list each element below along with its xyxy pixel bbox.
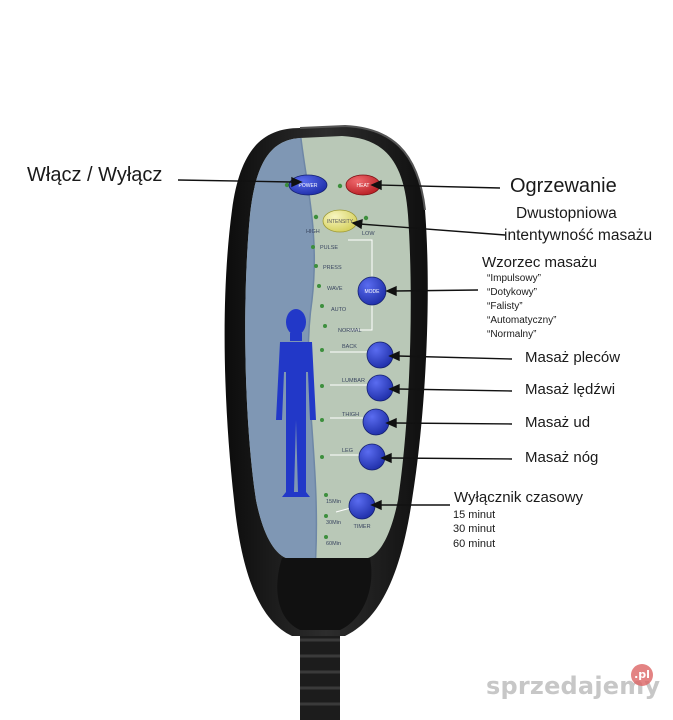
lumbar-button[interactable] [366, 374, 394, 402]
annotation-pattern-item: “Falisty” [487, 301, 523, 312]
annotation-thigh: Masaż ud [525, 414, 591, 431]
annotation-power: Włącz / Wyłącz [27, 164, 163, 186]
annotation-heat: Ogrzewanie [510, 175, 617, 197]
annotation-intensity-line2: intentywność masażu [504, 227, 653, 244]
annotation-intensity-line1: Dwustopniowa [516, 205, 617, 222]
annotation-pattern-item: “Impulsowy” [487, 273, 541, 284]
annotation-back: Masaż pleców [525, 349, 621, 366]
svg-text:HIGH: HIGH [306, 229, 320, 235]
svg-text:INTENSITY: INTENSITY [327, 219, 354, 225]
mode-button[interactable]: MODE [357, 276, 387, 306]
svg-text:WAVE: WAVE [327, 286, 343, 292]
power-button[interactable]: POWER [288, 174, 328, 196]
annotation-leg: Masaż nóg [525, 449, 599, 466]
annotation-pattern-item: “Dotykowy” [487, 287, 538, 298]
annotation-timer-item: 60 minut [453, 538, 496, 550]
body-silhouette-icon [276, 309, 316, 497]
svg-text:LEG: LEG [342, 448, 353, 454]
svg-text:PRESS: PRESS [323, 265, 342, 271]
svg-text:PULSE: PULSE [320, 245, 338, 251]
svg-text:TIMER: TIMER [353, 524, 370, 530]
svg-text:POWER: POWER [299, 183, 318, 189]
svg-text:MODE: MODE [365, 289, 381, 295]
svg-text:HEAT: HEAT [357, 183, 370, 189]
leg-button[interactable] [358, 443, 386, 471]
annotation-timer-item: 30 minut [453, 523, 496, 535]
panel-guides [330, 239, 373, 513]
svg-text:LUMBAR: LUMBAR [342, 378, 365, 384]
annotation-pointers [177, 176, 513, 511]
svg-text:NORMAL: NORMAL [338, 328, 362, 334]
intensity-button[interactable]: INTENSITY [322, 209, 358, 233]
back-button[interactable] [366, 341, 394, 369]
panel-labels: HIGH LOW PULSE PRESS WAVE AUTO NORMAL BA… [306, 229, 375, 547]
annotation-timer-item: 15 minut [453, 509, 496, 521]
svg-text:60Min: 60Min [326, 541, 341, 547]
svg-text:30Min: 30Min [326, 520, 341, 526]
annotation-lumbar: Masaż lędźwi [525, 381, 616, 398]
svg-text:AUTO: AUTO [331, 307, 347, 313]
watermark-badge: .pl [631, 664, 653, 686]
annotation-pattern-title: Wzorzec masażu [482, 254, 598, 271]
annotation-timer-title: Wyłącznik czasowy [454, 489, 584, 506]
annotation-pattern-item: “Automatyczny” [487, 315, 557, 326]
svg-text:LOW: LOW [362, 231, 375, 237]
remote-grip [277, 558, 372, 630]
indicator-leds [284, 182, 369, 539]
annotation-pattern-item: “Normalny” [487, 329, 537, 340]
svg-text:15Min: 15Min [326, 499, 341, 505]
svg-text:BACK: BACK [342, 344, 357, 350]
svg-text:THIGH: THIGH [342, 412, 359, 418]
thigh-button[interactable] [362, 408, 390, 436]
